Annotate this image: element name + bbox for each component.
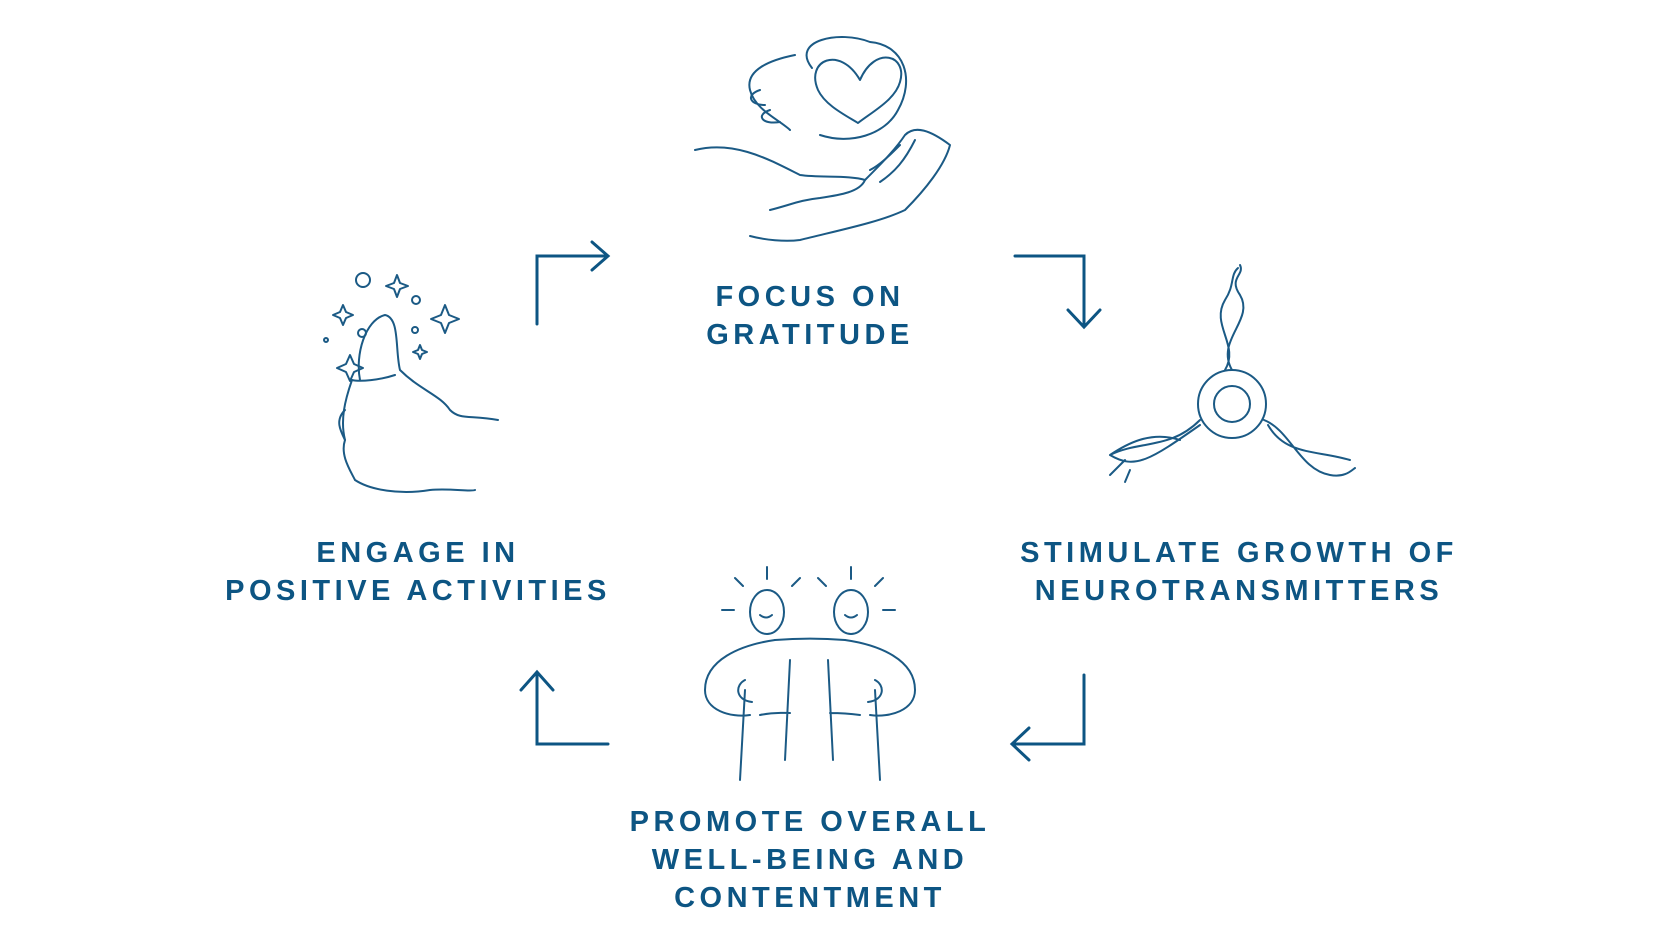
neurotransmitter-icon (1109, 264, 1356, 483)
arrow-engage-to-focus (535, 240, 611, 326)
arrow-focus-to-stimulate (1013, 254, 1102, 330)
step-label-line: FOCUS ON (715, 281, 905, 313)
step-stimulate-growth: STIMULATE GROWTH OF NEUROTRANSMITTERS (1020, 534, 1458, 610)
arrow-stimulate-to-promote (1009, 673, 1086, 762)
step-engage-positive-activities: ENGAGE IN POSITIVE ACTIVITIES (225, 534, 611, 610)
step-label-line: STIMULATE GROWTH OF (1020, 537, 1458, 569)
embracing-people-icon (704, 566, 916, 781)
step-label-line: PROMOTE OVERALL (629, 806, 991, 838)
step-focus-on-gratitude: FOCUS ON GRATITUDE (706, 278, 914, 354)
arrow-promote-to-engage (519, 669, 610, 746)
step-promote-well-being: PROMOTE OVERALL WELL-BEING AND CONTENTME… (630, 803, 991, 917)
step-label-line: NEUROTRANSMITTERS (1034, 575, 1444, 607)
step-label-line: GRATITUDE (706, 319, 914, 351)
step-label-line: ENGAGE IN (316, 537, 520, 569)
step-label-line: WELL-BEING AND (651, 844, 969, 876)
heart-in-hand-icon (694, 36, 951, 242)
step-label-line: POSITIVE ACTIVITIES (225, 575, 611, 607)
step-label-line: CONTENTMENT (674, 882, 946, 914)
thumbs-up-sparkle-icon (323, 272, 499, 493)
